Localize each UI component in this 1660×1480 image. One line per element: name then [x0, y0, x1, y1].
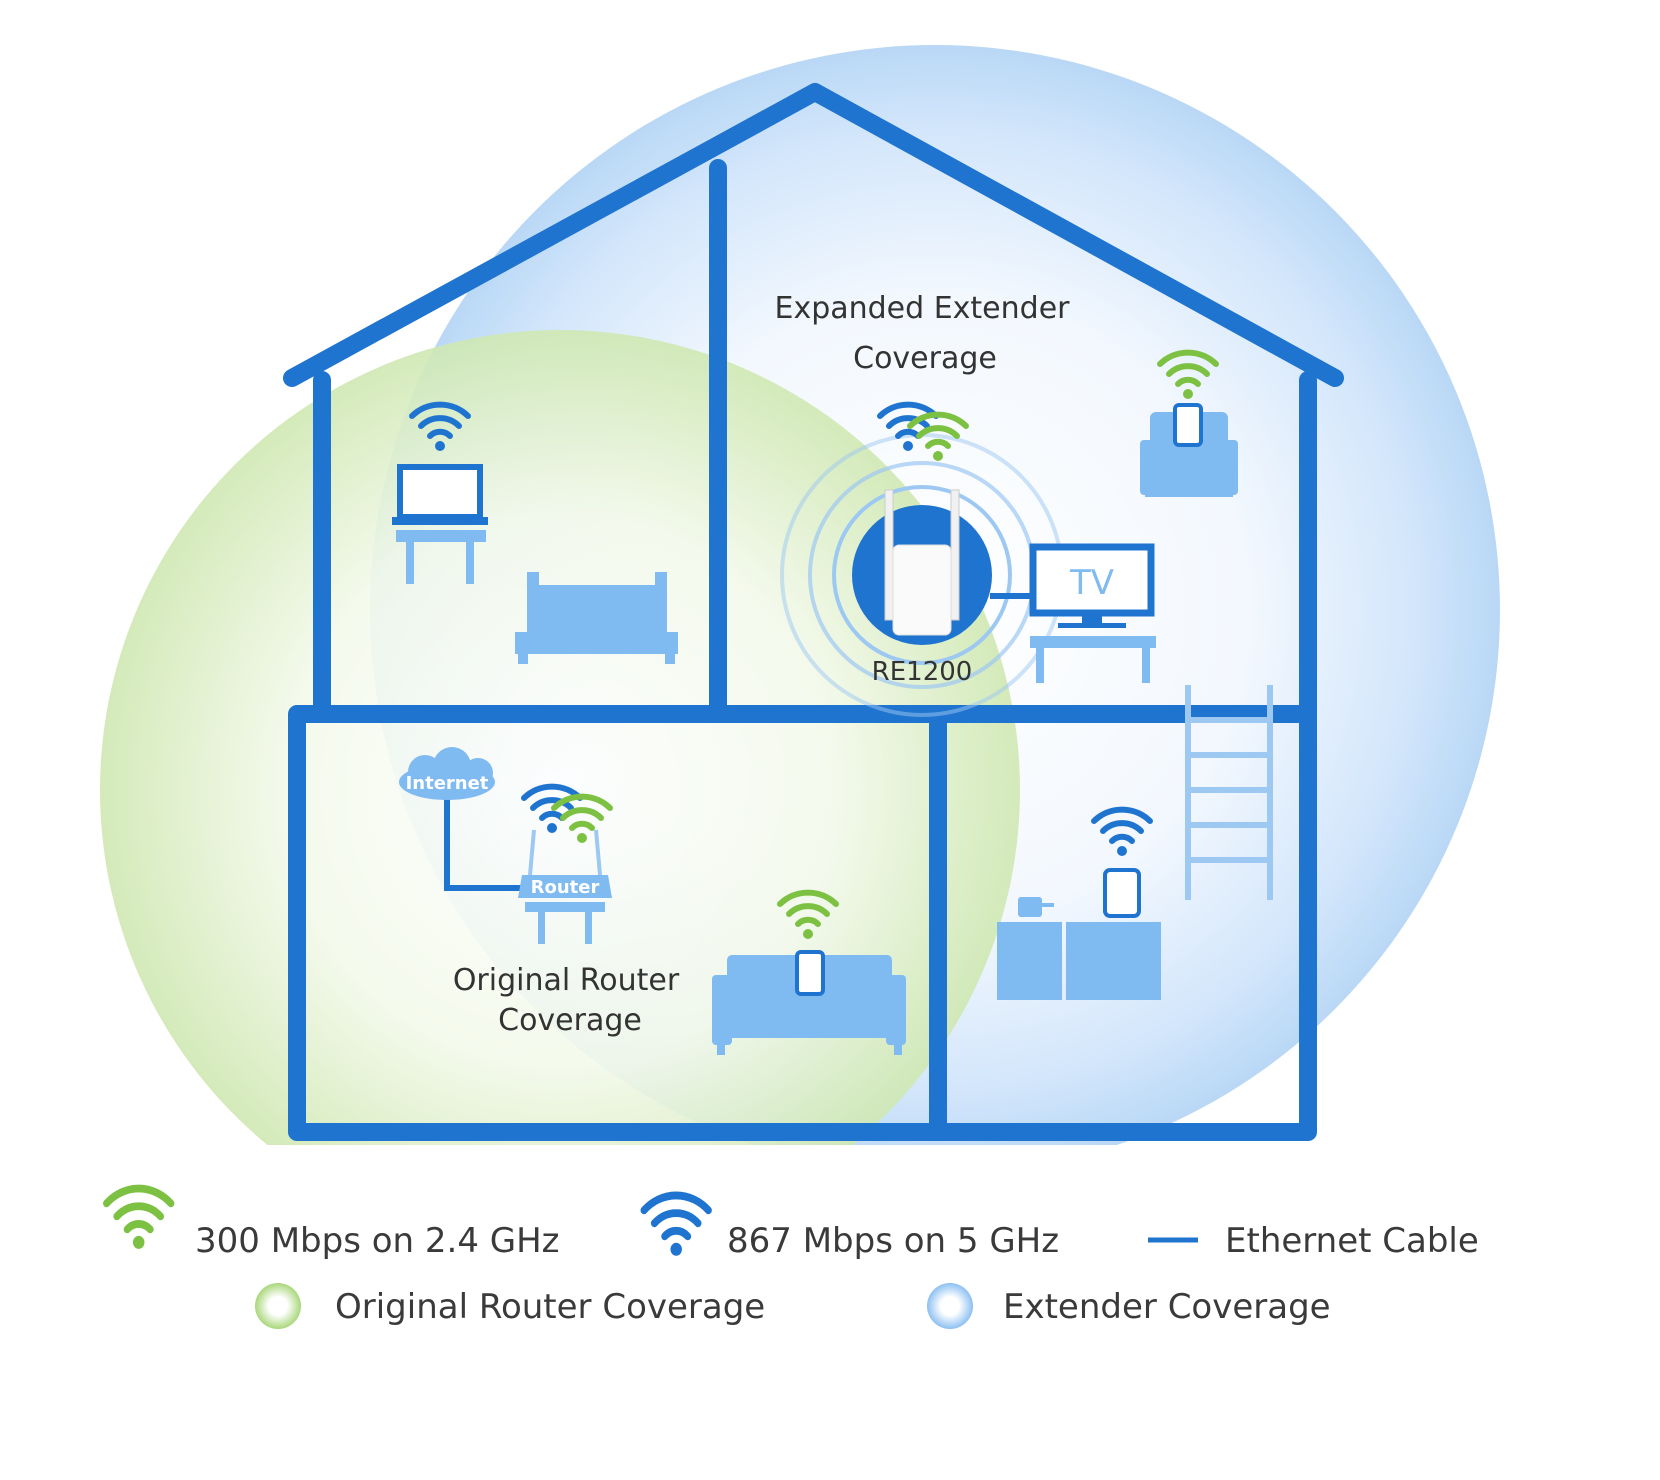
- re1200-extender-device: [884, 489, 960, 636]
- extender-model-label: RE1200: [872, 657, 973, 687]
- sofa-with-phone-icon: [712, 950, 906, 1055]
- tv-label: TV: [1069, 563, 1114, 603]
- legend-wifi-5ghz-icon: [644, 1195, 708, 1255]
- legend-ethernet-label: Ethernet Cable: [1225, 1221, 1479, 1261]
- tv-icon: TV: [1029, 543, 1156, 683]
- house-outline: [283, 83, 1344, 1141]
- legend-wifi-24ghz-icon: [107, 1189, 171, 1249]
- armchair-with-phone-icon: [1140, 403, 1238, 497]
- legend-router-coverage-swatch: [255, 1283, 301, 1329]
- router-coverage-label-line1: Original Router: [453, 963, 680, 998]
- router-coverage-label-line2: Coverage: [498, 1003, 642, 1038]
- extender-coverage-label-line2: Coverage: [853, 341, 997, 376]
- legend-wifi-24ghz-label: 300 Mbps on 2.4 GHz: [195, 1221, 560, 1261]
- kitchen-counter-icon: [997, 868, 1161, 1000]
- bed-icon: [515, 572, 678, 664]
- router-icon: Router: [518, 829, 612, 944]
- legend-router-coverage-label: Original Router Coverage: [335, 1287, 765, 1327]
- legend-extender-coverage-label: Extender Coverage: [1003, 1287, 1331, 1327]
- laptop-icon: [392, 464, 488, 584]
- legend-extender-coverage-swatch: [927, 1283, 973, 1329]
- router-label: Router: [531, 877, 600, 898]
- ethernet-cable-internet: [444, 795, 527, 891]
- legend-wifi-5ghz-label: 867 Mbps on 5 GHz: [727, 1221, 1059, 1261]
- internet-label: Internet: [406, 773, 489, 794]
- internet-cloud-icon: Internet: [399, 747, 495, 800]
- legend: 300 Mbps on 2.4 GHz 867 Mbps on 5 GHz Et…: [107, 1189, 1479, 1329]
- extender-coverage-label-line1: Expanded Extender: [774, 291, 1070, 326]
- ladder-icon: [1185, 685, 1273, 900]
